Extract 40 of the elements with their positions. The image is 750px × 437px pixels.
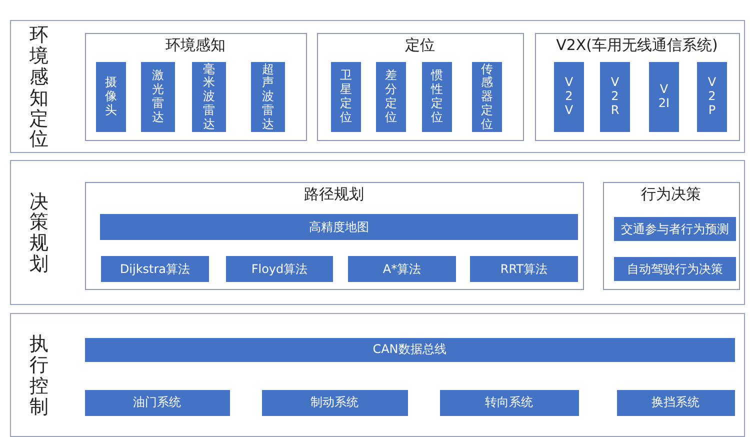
module-box: V2I (649, 62, 679, 132)
layer-panel (10, 20, 745, 153)
module-box: 超声波雷达 (251, 62, 285, 132)
layer-heading: 决策规划 (29, 192, 49, 276)
module-box: 差分定位 (376, 62, 406, 132)
group-heading: V2X(车用无线通信系统) (556, 36, 718, 54)
module-box: 自动驾驶行为决策 (614, 257, 736, 281)
layer-panel (10, 160, 745, 305)
module-box: 油门系统 (84, 390, 230, 416)
group-panel (534, 32, 740, 140)
module-box: Floyd算法 (226, 256, 333, 282)
module-box: 转向系统 (440, 390, 578, 416)
module-box: 摄像头 (96, 62, 126, 132)
module-box: 制动系统 (262, 390, 408, 416)
group-heading: 行为决策 (641, 184, 701, 204)
module-box: 传感器定位 (472, 62, 502, 132)
group-panel (84, 182, 584, 290)
group-panel (316, 32, 524, 140)
module-box: Dijkstra算法 (101, 256, 209, 282)
module-box: A*算法 (348, 256, 456, 282)
module-box: V2V (554, 62, 584, 132)
layer-heading: 执行控制 (29, 334, 49, 418)
module-box: 毫米波雷达 (192, 62, 226, 132)
module-box: 交通参与者行为预测 (614, 217, 736, 241)
layer-panel (10, 313, 745, 437)
module-box: 卫星定位 (331, 62, 361, 132)
group-heading: 路径规划 (304, 184, 364, 204)
module-box: CAN数据总线 (84, 338, 734, 362)
module-box: V2P (697, 62, 727, 132)
group-panel (84, 32, 306, 140)
group-heading: 环境感知 (166, 36, 226, 54)
module-box: V2R (600, 62, 630, 132)
module-box: 惯性定位 (422, 62, 452, 132)
layer-heading: 环境感知定位 (29, 25, 49, 150)
group-heading: 定位 (405, 36, 435, 54)
module-box: 激光雷达 (141, 62, 175, 132)
module-box: 换挡系统 (616, 390, 734, 416)
module-box: 高精度地图 (100, 214, 578, 240)
group-panel (602, 182, 740, 290)
module-box: RRT算法 (470, 256, 578, 282)
